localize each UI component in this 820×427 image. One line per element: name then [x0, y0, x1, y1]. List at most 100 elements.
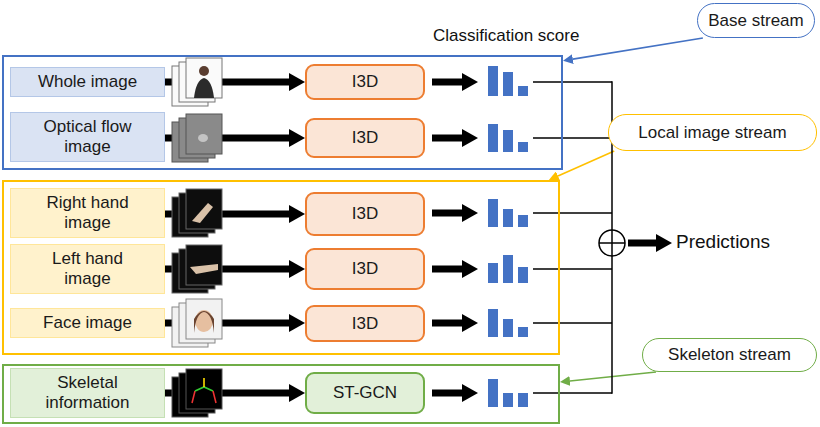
- left-hand-thumbnail: [186, 245, 222, 285]
- whole-image-thumbnail: [199, 66, 209, 76]
- input-box: Skeletal information: [10, 368, 165, 418]
- node-label: I3D: [352, 128, 378, 148]
- callout-arrow: [573, 38, 703, 59]
- node-label: I3D: [352, 259, 378, 279]
- face-thumbnail: [194, 311, 214, 333]
- node-label: Base stream: [708, 11, 803, 31]
- score-arrow: [432, 73, 478, 91]
- score-chart: [518, 393, 528, 407]
- score-chart: [488, 66, 528, 407]
- score-chart: [488, 124, 528, 152]
- score-chart: [518, 142, 528, 152]
- node-label: I3D: [352, 314, 378, 334]
- score-chart: [503, 209, 513, 227]
- left-hand-thumbnail: [190, 264, 218, 274]
- input-box: Optical flow image: [10, 112, 165, 162]
- score-chart: [503, 319, 513, 337]
- optical-flow-thumbnail: [198, 134, 208, 142]
- callout-arrow: [558, 151, 614, 176]
- score-chart: [488, 124, 498, 152]
- node-label: Whole image: [38, 72, 137, 92]
- model-box: I3D: [305, 192, 425, 236]
- skeleton-thumbnail: [195, 387, 213, 391]
- output-arrow: [628, 234, 672, 252]
- score-chart: [488, 379, 528, 407]
- score-arrow: [432, 73, 478, 402]
- fusion-wire: [533, 81, 612, 83]
- fusion-wire: [533, 392, 612, 394]
- score-chart: [488, 379, 498, 407]
- stream-callout: Skeleton stream: [642, 338, 817, 372]
- score-chart: [518, 215, 528, 227]
- model-box: I3D: [305, 248, 425, 290]
- score-chart: [488, 309, 498, 337]
- output-label: Predictions: [676, 231, 770, 253]
- score-chart: [503, 255, 513, 283]
- model-box: ST-GCN: [305, 372, 425, 414]
- optical-flow-thumbnail: [186, 114, 222, 154]
- skeleton-thumbnail: [192, 391, 195, 403]
- node-label: I3D: [352, 72, 378, 92]
- score-chart: [503, 393, 513, 407]
- right-hand-thumbnail: [186, 189, 222, 229]
- input-box: Whole image: [10, 67, 165, 97]
- fusion-wire: [533, 322, 612, 324]
- face-thumbnail: [195, 310, 213, 332]
- input-box: Face image: [10, 308, 165, 338]
- node-label: Right hand image: [32, 193, 144, 232]
- score-arrow: [432, 384, 478, 402]
- sum-symbol: [599, 230, 625, 256]
- right-hand-thumbnail: [172, 189, 222, 237]
- score-chart: [518, 86, 528, 96]
- score-chart: [488, 255, 528, 283]
- input-box: Left hand image: [10, 244, 165, 294]
- left-hand-thumbnail: [172, 245, 222, 293]
- model-box: I3D: [305, 305, 425, 342]
- model-box: I3D: [305, 118, 425, 158]
- sum-symbol: [611, 230, 613, 256]
- face-thumbnail: [172, 299, 222, 347]
- fusion-wire: [533, 212, 612, 214]
- whole-image-thumbnail: [186, 58, 222, 98]
- model-box: I3D: [305, 64, 425, 100]
- score-chart: [503, 72, 513, 96]
- node-label: Skeletal information: [32, 373, 144, 412]
- column-heading: Classification score: [433, 26, 579, 46]
- stream-callout: Base stream: [697, 3, 815, 38]
- stream-group: Right hand imageI3DLeft hand imageI3DFac…: [2, 180, 560, 355]
- score-arrow: [432, 129, 478, 147]
- node-label: Local image stream: [638, 123, 786, 143]
- score-chart: [518, 267, 528, 283]
- callout-arrow: [570, 372, 656, 381]
- whole-image-thumbnail: [194, 78, 214, 98]
- score-arrow: [432, 260, 478, 278]
- score-chart: [488, 263, 498, 283]
- score-arrow: [432, 314, 478, 332]
- score-arrow: [432, 204, 478, 222]
- node-label: Left hand image: [32, 249, 144, 288]
- fusion-wire: [533, 137, 612, 139]
- right-hand-thumbnail: [192, 203, 213, 223]
- node-label: Face image: [43, 313, 132, 333]
- skeleton-thumbnail: [203, 378, 205, 387]
- stream-group: Skeletal information ST-GCN: [2, 364, 560, 424]
- fusion-wire: [533, 268, 612, 270]
- whole-image-thumbnail: [172, 58, 222, 106]
- score-chart: [488, 66, 528, 96]
- node-label: I3D: [352, 204, 378, 224]
- optical-flow-thumbnail: [172, 114, 222, 162]
- score-chart: [488, 309, 528, 337]
- stream-group: Whole imageI3DOptical flow imageI3D: [2, 55, 563, 170]
- face-thumbnail: [186, 299, 222, 339]
- node-label: Optical flow image: [32, 117, 144, 156]
- sum-symbol: [599, 230, 625, 256]
- score-chart: [488, 199, 528, 227]
- node-label: ST-GCN: [333, 383, 397, 403]
- skeleton-thumbnail: [172, 369, 222, 417]
- score-chart: [488, 199, 498, 227]
- input-box: Right hand image: [10, 188, 165, 238]
- skeleton-thumbnail: [213, 391, 216, 403]
- score-chart: [518, 327, 528, 337]
